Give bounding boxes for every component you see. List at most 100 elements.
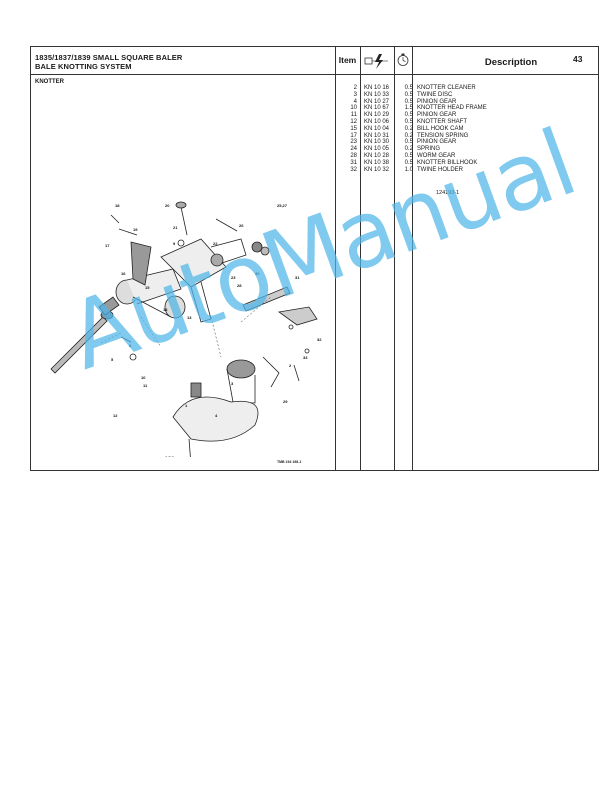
- parts-list-cell-part: KN 10 06: [364, 118, 390, 125]
- parts-list-cell-part: KN 10 33: [364, 91, 390, 98]
- diagram-callout: 5: [111, 357, 114, 362]
- parts-list-cell-item: 11: [350, 112, 357, 119]
- parts-page-frame: 1835/1837/1839 SMALL SQUARE BALER BALE K…: [30, 46, 599, 471]
- diagram-callout: 30: [255, 271, 260, 276]
- parts-list-cell-part: KN 10 38: [364, 159, 390, 166]
- parts-list-cell-desc: KNOTTER SHAFT: [417, 118, 468, 125]
- parts-list-cell-item: 12: [350, 118, 357, 125]
- column-divider: [394, 47, 395, 470]
- parts-list-cell-desc: PINION GEAR: [417, 98, 457, 105]
- diagram-callout: 17: [105, 243, 110, 248]
- parts-list-cell-item: 31: [350, 159, 357, 166]
- parts-list-cell-desc: PINION GEAR: [417, 139, 457, 146]
- diagram-callout: 9: [173, 241, 176, 246]
- item-column-header: Item: [338, 55, 357, 65]
- diagram-callout: 29: [283, 399, 288, 404]
- diagram-callout: 21: [173, 225, 178, 230]
- parts-list-cell-item: 32: [350, 166, 357, 173]
- diagram-callout: 13: [187, 315, 192, 320]
- column-divider: [360, 47, 361, 470]
- header-divider: [335, 74, 412, 75]
- parts-list-cell-desc: KNOTTER BILLHOOK: [417, 159, 478, 166]
- diagram-callout: 31: [295, 275, 300, 280]
- parts-list-cell-part: KN 10 29: [364, 112, 390, 119]
- diagram-callout: 10: [141, 375, 146, 380]
- parts-list-cell-desc: PINION GEAR: [417, 112, 457, 119]
- parts-list-cell-desc: KNOTTER HEAD FRAME: [417, 105, 487, 112]
- diagram-callout: 11: [143, 383, 148, 388]
- parts-list-cell-qty: 1.5: [404, 105, 413, 112]
- diagram-callout: 3: [231, 381, 234, 386]
- parts-list-cell-desc: WORM GEAR: [417, 152, 456, 159]
- parts-list-cell-item: 23: [350, 139, 357, 146]
- quantity-icon: [397, 53, 409, 66]
- diagram-callout: 33: [303, 355, 308, 360]
- diagram-callout: 22: [213, 241, 218, 246]
- parts-list-cell-qty: 0.2: [404, 125, 413, 132]
- parts-list-cell-desc: SPRING: [417, 146, 441, 153]
- parts-list-cell-item: 17: [350, 132, 357, 139]
- diagram-callout: 32: [317, 337, 322, 342]
- column-divider: [335, 47, 336, 470]
- parts-list-cell-item: 3: [353, 91, 357, 98]
- parts-list-cell-desc: BILL HOOK CAM: [417, 125, 464, 132]
- parts-list-cell-part: KN 10 67: [364, 105, 390, 112]
- parts-list-cell-part: KN 10 27: [364, 98, 390, 105]
- reference-number: 124193-1: [436, 190, 460, 196]
- section-heading: KNOTTER: [35, 79, 64, 85]
- diagram-callout: 25,27: [277, 203, 288, 208]
- header-divider: [31, 74, 335, 75]
- diagram-callout: 2: [289, 363, 292, 368]
- parts-list-cell-part: KN 10 32: [364, 166, 390, 173]
- parts-list-cell-qty: 0.5: [404, 91, 413, 98]
- parts-list-cell-desc: TENSION SPRING: [417, 132, 469, 139]
- parts-list-cell-desc: TWINE HOLDER: [417, 166, 464, 173]
- diagram-callout: 26: [239, 223, 244, 228]
- diagram-callout: 20: [165, 203, 170, 208]
- part-number-icon: [364, 54, 388, 69]
- parts-list-cell-part: KN 10 16: [364, 85, 390, 91]
- parts-list-cell-item: 2: [353, 85, 357, 91]
- parts-list-cell-qty: 0.5: [404, 152, 413, 159]
- parts-list-cell-part: KN 10 28: [364, 152, 390, 159]
- parts-list-cell-qty: 0.2: [404, 132, 413, 139]
- figure-id: TMB 194 198-1: [277, 460, 302, 464]
- parts-list-cell-desc: TWINE DISC: [417, 91, 453, 98]
- description-column-header: Description: [484, 57, 538, 68]
- parts-list-cell-qty: 0.5: [404, 112, 413, 119]
- page-number: 43: [573, 54, 583, 64]
- parts-list-cell-qty: 0.2: [404, 146, 413, 153]
- diagram-callout: 6,7,8: [165, 455, 175, 457]
- diagram-callout: 28: [237, 283, 242, 288]
- parts-list-cell-part: KN 10 05: [364, 146, 390, 153]
- parts-list-cell-item: 4: [353, 98, 357, 105]
- parts-list-cell-qty: 0.5: [404, 85, 413, 91]
- diagram-callout: 12: [113, 413, 118, 418]
- parts-list-cell-qty: 0.5: [404, 159, 413, 166]
- header-divider: [412, 74, 598, 75]
- parts-list-cell-item: 10: [350, 105, 357, 112]
- diagram-callout: 1: [185, 403, 188, 408]
- parts-list-cell-item: 24: [350, 146, 357, 153]
- diagram-callout: 14: [163, 307, 168, 312]
- diagram-callout: 8: [129, 343, 132, 348]
- parts-list-cell-desc: KNOTTER CLEANER: [417, 85, 476, 91]
- parts-list-cell-qty: 1.0: [404, 166, 413, 173]
- parts-list-cell-item: 28: [350, 152, 357, 159]
- parts-list-cell-part: KN 10 04: [364, 125, 390, 132]
- parts-list-cell-item: 15: [350, 125, 357, 132]
- diagram-callout: 18: [115, 203, 120, 208]
- column-divider: [412, 47, 413, 470]
- parts-list-cell-qty: 0.5: [404, 118, 413, 125]
- parts-list-cell-qty: 0.5: [404, 139, 413, 146]
- parts-list-cell-qty: 0.5: [404, 98, 413, 105]
- diagram-callout: 4: [215, 413, 218, 418]
- page-title: 1835/1837/1839 SMALL SQUARE BALER BALE K…: [35, 53, 183, 71]
- diagram-callout: 23: [231, 275, 236, 280]
- parts-list-cell-part: KN 10 31: [364, 132, 390, 139]
